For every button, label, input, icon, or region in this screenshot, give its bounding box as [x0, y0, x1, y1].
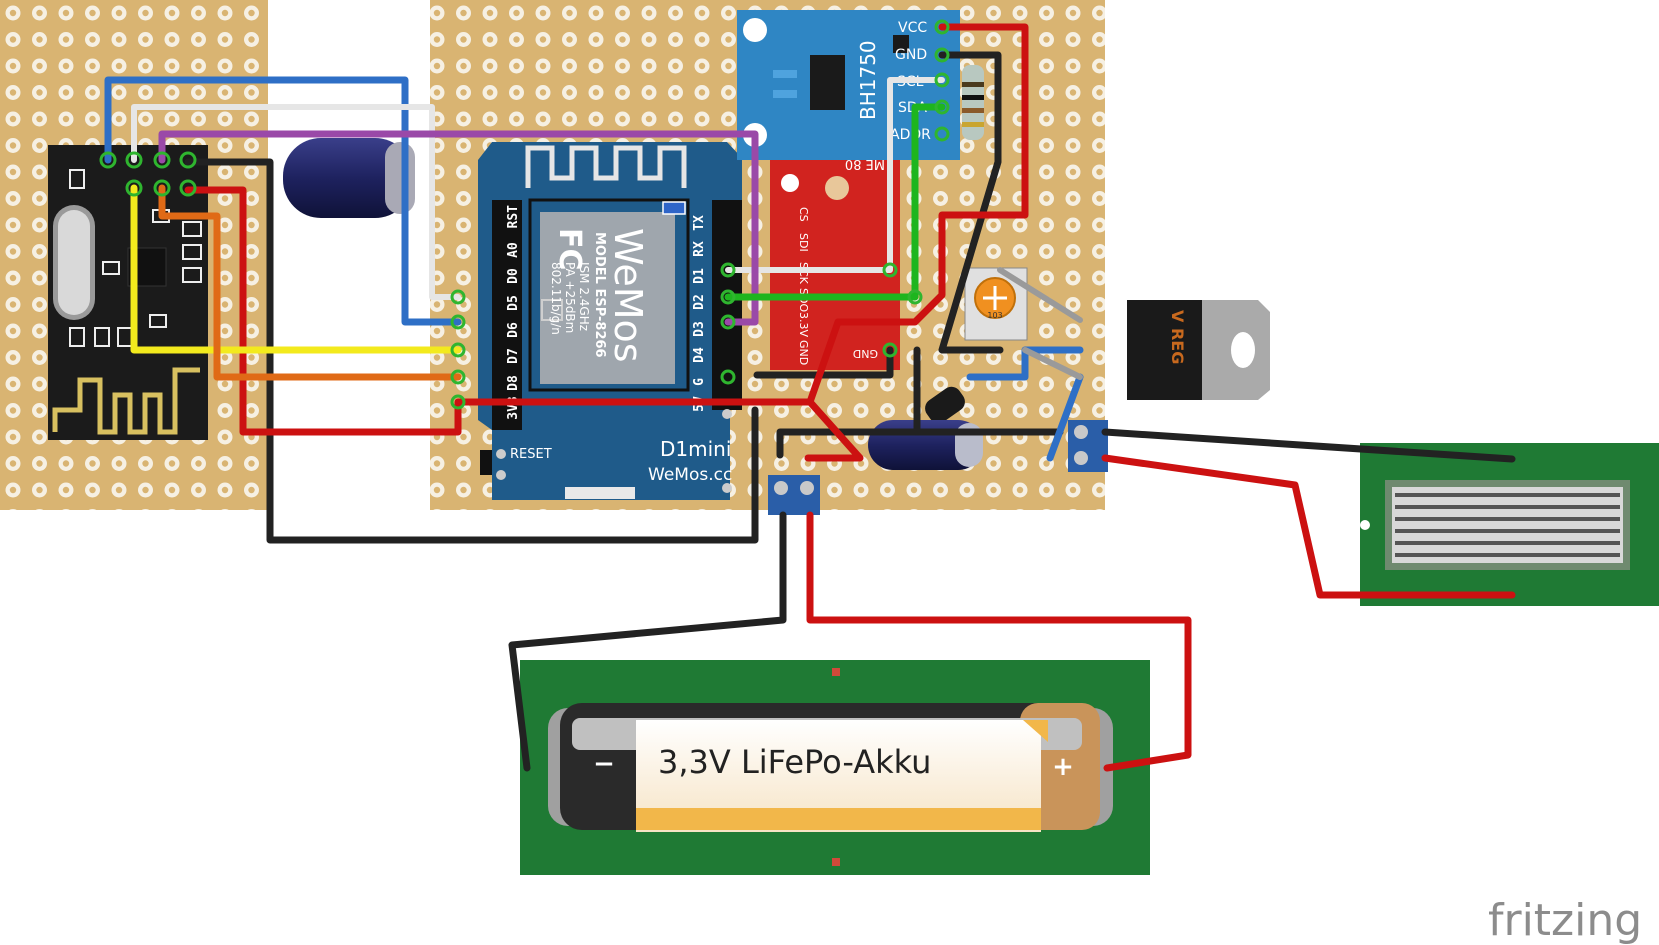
potentiometer-value: 103: [987, 311, 1002, 320]
bh1750-pin-addr: ADDR: [890, 127, 931, 143]
wemos-d1-mini-board: [478, 142, 742, 500]
battery-label: 3,3V LiFePo-Akku: [658, 743, 931, 781]
bme280-pin-cs: CS: [797, 207, 810, 222]
wire-black-battery: [508, 511, 787, 772]
wemos-pin-d6: D6: [506, 322, 521, 338]
wire-black-bh1750-gnd: [938, 51, 1004, 354]
wemos-pin-d3: D3: [692, 321, 707, 337]
wire-white-scl: [725, 77, 945, 273]
wemos-pin-d2: D2: [692, 294, 707, 310]
wire-yellow-nrf: [130, 184, 462, 354]
wire-grey-pot-vreg: [997, 267, 1083, 323]
wemos-pin-d7: D7: [506, 348, 521, 364]
screw-terminal-power: [768, 475, 820, 515]
bh1750-module: BH1750 VCC GND SCL SDA ADDR: [737, 10, 960, 160]
wire-red-battery: [806, 511, 1192, 772]
wemos-board-name: D1mini: [660, 437, 731, 461]
wemos-pin-a0: A0: [506, 242, 521, 258]
wemos-pin-tx: TX: [692, 215, 707, 231]
wemos-model-line-4: 802.11b/g/n: [549, 262, 563, 335]
wemos-silkscreen: FC WeMos MODEL ESP-8266 ISM 2.4GHz PA +2…: [506, 205, 732, 485]
electrolytic-capacitor-small: [868, 420, 983, 470]
wire-black-gnd-mid: [753, 346, 894, 379]
wemos-website: WeMos.cc: [648, 465, 732, 485]
wemos-model-line-2: ISM 2.4GHz: [577, 262, 591, 331]
bme280-pin-sck: SCK: [797, 262, 810, 285]
vreg-label: V REG: [1168, 310, 1187, 364]
wemos-pin-d8: D8: [506, 375, 521, 391]
resistor: [962, 65, 984, 140]
battery-lifepo: − + 3,3V LiFePo-Akku: [548, 703, 1113, 832]
wire-red-vcc-top: [804, 23, 1029, 462]
wire-green-sda: [724, 103, 946, 301]
wire-grey-vreg-out: [1022, 347, 1083, 380]
wemos-pin-rx: RX: [692, 241, 707, 257]
fritzing-logo: fritzing: [1488, 895, 1642, 945]
wire-black-ground-rail: [776, 428, 1064, 459]
wire-blue-pot: [966, 346, 1084, 381]
bh1750-pin-vcc: VCC: [898, 20, 927, 36]
wemos-brand-chip: WeMos: [606, 228, 650, 363]
electrolytic-capacitor-large: [283, 138, 415, 218]
wemos-pin-d5: D5: [506, 295, 521, 311]
wemos-model-line-3: PA +25dBm: [563, 262, 577, 333]
wemos-pin-d1: D1: [692, 268, 707, 284]
wemos-model-line-1: MODEL ESP-8266: [592, 232, 607, 358]
screw-terminal-sensor: [1068, 420, 1108, 472]
wire-orange-nrf: [158, 184, 462, 381]
bme280-gnd-right: GND: [853, 347, 878, 360]
wemos-fc-mark: FC: [552, 228, 587, 271]
wire-red-nrf-vcc: [184, 186, 814, 436]
battery-plus: +: [1052, 752, 1074, 782]
wemos-pin-g: G: [692, 378, 707, 386]
voltage-regulator: V REG: [1127, 300, 1270, 400]
bh1750-name: BH1750: [856, 40, 880, 120]
wire-white-nrf: [131, 104, 461, 300]
pin-markers: [99, 19, 950, 410]
battery-minus: −: [593, 749, 615, 779]
wire-blue-nrf: [104, 76, 462, 326]
rain-sensor-board: [1360, 443, 1659, 606]
wire-blue-vreg: [1046, 373, 1084, 462]
bh1750-pin-gnd: GND: [895, 47, 927, 63]
bme280-pin-sdi: SDI: [797, 233, 810, 252]
wires: [104, 23, 1516, 772]
bme280-pin-3v3: 3.3V: [797, 312, 810, 337]
wire-red-sensor: [1101, 454, 1516, 599]
wemos-pin-d0: D0: [506, 268, 521, 284]
wire-purple-nrf: [158, 130, 759, 326]
wire-black-sensor: [1101, 428, 1516, 463]
transistor: [925, 386, 965, 424]
wemos-pin-d4: D4: [692, 347, 707, 363]
wemos-reset-label: RESET: [510, 447, 552, 462]
bme280-top-label: ME 80: [845, 156, 885, 171]
bme280-pin-gnd: GND: [797, 340, 810, 365]
wire-black-gnd-loop: [184, 158, 759, 544]
wemos-pin-rst: RST: [506, 205, 521, 229]
